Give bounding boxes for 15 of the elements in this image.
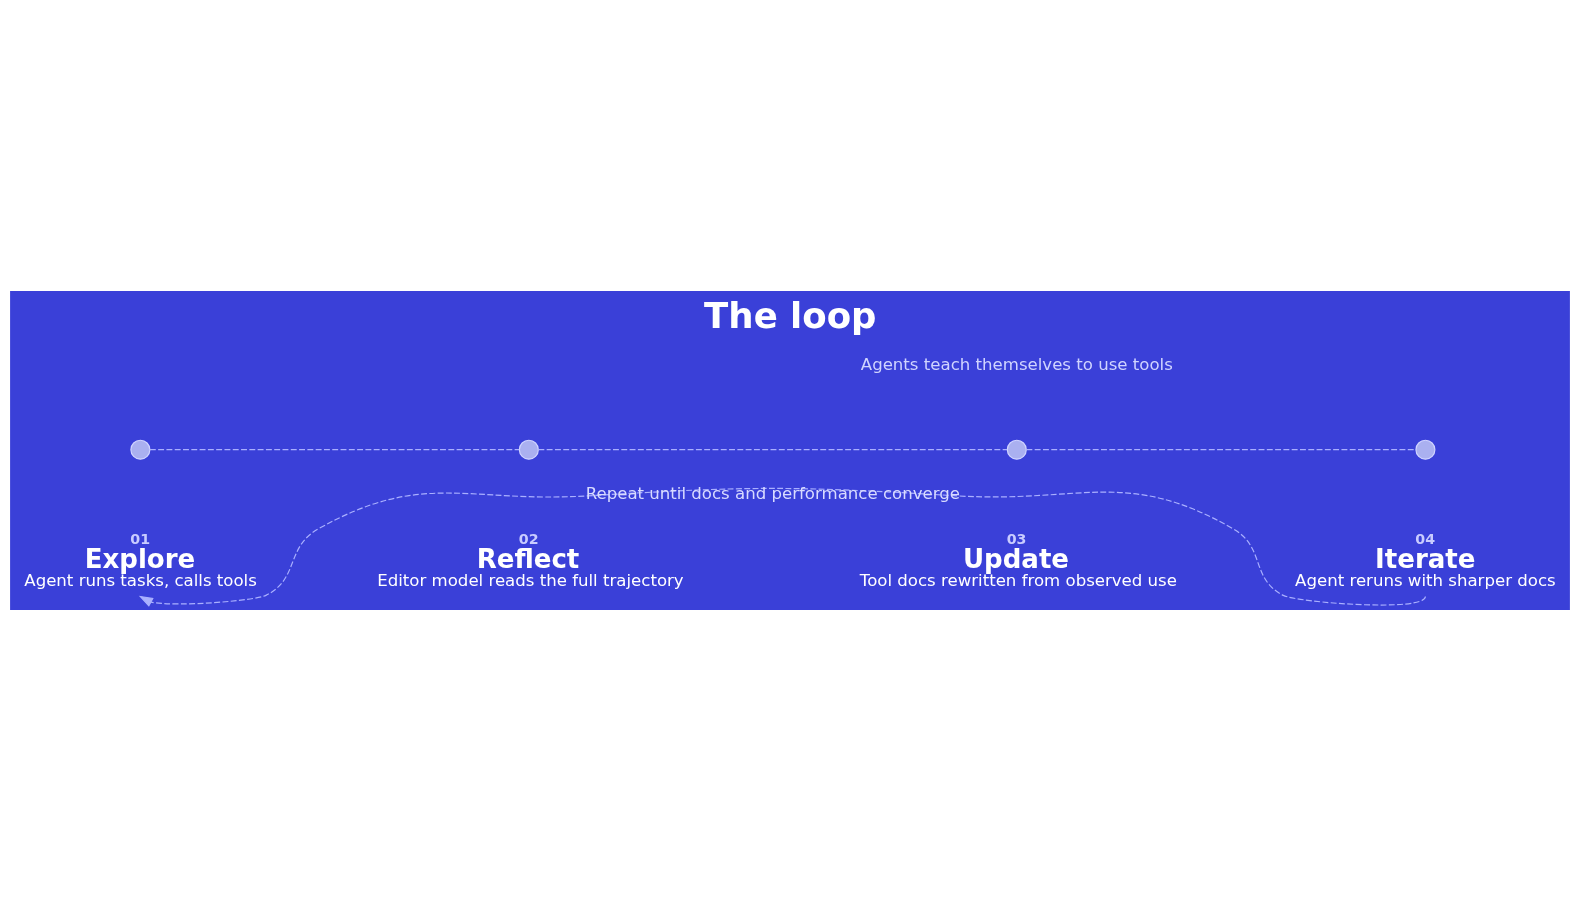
node-circle — [1415, 439, 1436, 460]
label: Agents teach themselves to use tools — [860, 354, 1173, 374]
connector — [149, 448, 520, 450]
node-text: 04 Iterate Agent reruns with sharper docs — [1295, 530, 1556, 590]
node-circle — [130, 439, 151, 460]
connector — [537, 448, 1008, 450]
node-text: 03 Update Tool docs rewritten from observed use — [859, 530, 1177, 590]
node-text: 02 Reflect Editor model reads the full trajectory — [377, 530, 684, 590]
diagram-title: The loop — [704, 294, 877, 336]
arrow — [138, 487, 1426, 607]
node-circle — [518, 439, 539, 460]
connector — [1025, 448, 1417, 450]
edge-label: Repeat until docs and performance converge — [585, 483, 960, 502]
node-circle — [1006, 439, 1027, 460]
node-text: 01 Explore Agent runs tasks, calls tools — [24, 530, 257, 590]
